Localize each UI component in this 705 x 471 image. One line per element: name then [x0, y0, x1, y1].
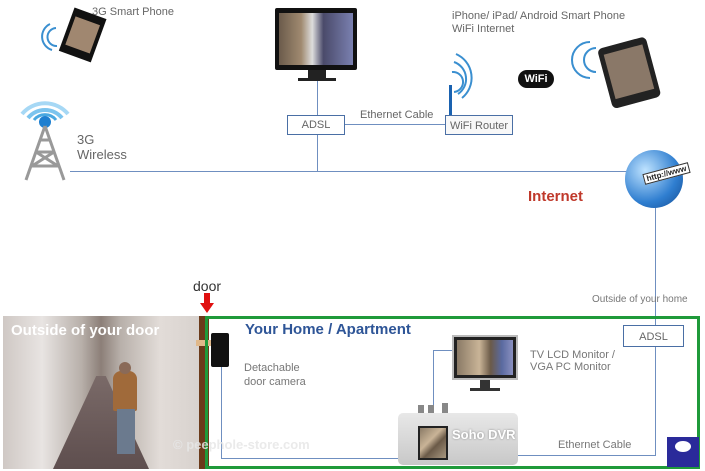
smart-phone-icon: [41, 7, 107, 63]
wireless-label-1: 3G: [77, 132, 95, 147]
adsl-box-top: ADSL: [287, 115, 345, 135]
hallway-photo: Outside of your door: [3, 316, 199, 469]
outside-home-label: Outside of your home: [592, 294, 688, 305]
door-camera-icon: [211, 333, 229, 367]
outside-door-label: Outside of your door: [11, 322, 160, 339]
red-arrow-icon: [200, 293, 214, 313]
line-camera-dvr: [221, 458, 399, 459]
line-adsl-down: [317, 135, 318, 171]
dvr-label: Soho DVR: [452, 427, 516, 442]
door-panel: [199, 316, 209, 469]
ethernet-cable-label: Ethernet Cable: [360, 109, 434, 121]
internet-label: Internet: [528, 188, 584, 205]
wireless-label-2: Wireless: [77, 147, 127, 162]
iphone-label-1: iPhone/ iPad/ Android Smart Phone: [452, 10, 626, 22]
door-label: door: [193, 278, 222, 294]
line-monitor: [433, 350, 453, 351]
watermark: © peephole-store.com: [173, 437, 310, 452]
wifi-router-box: WiFi Router: [445, 115, 513, 135]
line-camera: [221, 367, 222, 458]
cell-tower-icon: [20, 101, 70, 181]
home-boundary: [205, 316, 700, 469]
adsl-box-home: ADSL: [623, 325, 684, 347]
line-backbone: [70, 171, 630, 172]
monitor-label-1: TV LCD Monitor /: [530, 349, 615, 361]
line-monitor-dvr: [433, 350, 434, 413]
globe-icon: http://www: [625, 150, 691, 208]
ethernet-cable-home-label: Ethernet Cable: [558, 439, 632, 451]
monitor-label-2: VGA PC Monitor: [530, 361, 611, 373]
line-monitor-adsl: [317, 80, 318, 115]
wifi-router-antenna-icon: [449, 53, 473, 117]
tablet-icon: [571, 37, 661, 108]
wifi-logo: WiFi: [518, 70, 554, 88]
line-adsl-router: [345, 124, 445, 125]
camera-label-1: Detachable: [244, 362, 300, 374]
iphone-label-2: WiFi Internet: [452, 23, 515, 35]
smart-phone-label: 3G Smart Phone: [92, 6, 174, 18]
home-title: Your Home / Apartment: [245, 321, 411, 338]
line-dvr-adsl: [518, 455, 656, 456]
camera-label-2: door camera: [244, 376, 306, 388]
soho-dvr-icon: Soho DVR: [398, 413, 518, 465]
tv-monitor-icon: [452, 335, 518, 380]
pc-monitor-icon: [275, 8, 357, 70]
store-logo: [667, 437, 699, 467]
